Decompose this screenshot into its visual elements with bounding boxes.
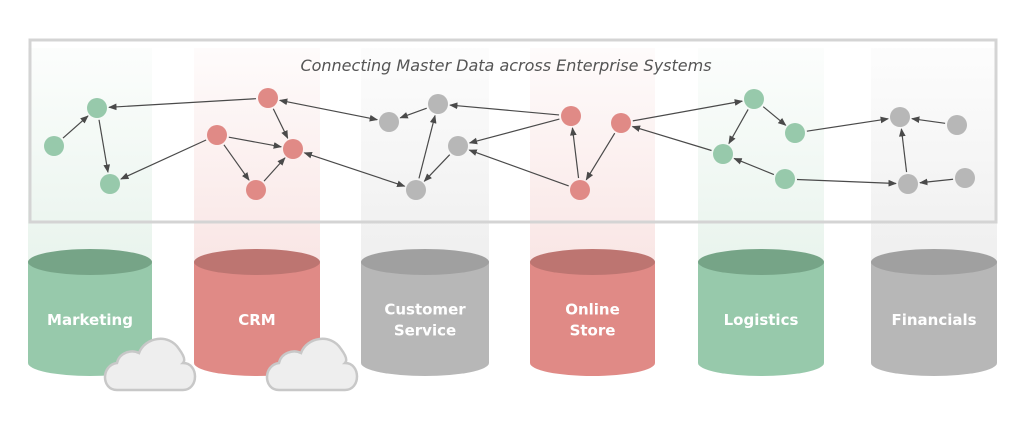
band-financials bbox=[871, 48, 997, 262]
edge-R1-R3 bbox=[272, 108, 289, 139]
edge-L3-O2 bbox=[631, 125, 712, 152]
edge-L1-L2 bbox=[762, 106, 787, 126]
edge-R3-C4 bbox=[303, 151, 406, 188]
cylinder-body bbox=[28, 262, 152, 376]
nodes bbox=[44, 88, 975, 200]
edge-O2-O3 bbox=[585, 132, 616, 181]
edge-L4-L3 bbox=[733, 157, 775, 176]
cylinder-top bbox=[194, 249, 320, 275]
cylinder-logistics: Logistics bbox=[698, 249, 824, 376]
edge-L4-F3 bbox=[796, 178, 897, 187]
node-L2 bbox=[785, 123, 805, 143]
edge-R4-R3 bbox=[263, 157, 286, 182]
cylinder-top bbox=[871, 249, 997, 275]
edge-O1-C3 bbox=[468, 118, 560, 145]
node-L4 bbox=[775, 169, 795, 189]
cylinder-top bbox=[530, 249, 655, 275]
edge-R2-R4 bbox=[223, 144, 250, 181]
edge-C3-C4 bbox=[423, 154, 451, 182]
node-C4 bbox=[406, 180, 426, 200]
node-G3 bbox=[100, 174, 120, 194]
node-G2 bbox=[87, 98, 107, 118]
band-online-store bbox=[530, 48, 655, 262]
cylinder-crm: CRM bbox=[194, 249, 320, 376]
system-label-online-store: Online bbox=[565, 301, 620, 319]
edge-L1-L3 bbox=[728, 109, 749, 145]
system-label-customer-service: Service bbox=[394, 322, 456, 340]
cylinder-top bbox=[698, 249, 824, 275]
node-O2 bbox=[611, 113, 631, 133]
node-R2 bbox=[207, 125, 227, 145]
node-L1 bbox=[744, 89, 764, 109]
diagram-frame bbox=[28, 38, 998, 224]
node-C2 bbox=[428, 94, 448, 114]
system-label-logistics: Logistics bbox=[724, 311, 799, 329]
cylinder-body bbox=[194, 262, 320, 376]
cloud-icon bbox=[103, 337, 197, 392]
node-F2 bbox=[947, 115, 967, 135]
node-R3 bbox=[283, 139, 303, 159]
edge-F2-F1 bbox=[911, 116, 946, 124]
band-marketing bbox=[28, 48, 152, 262]
edge-O3-O1 bbox=[570, 127, 580, 179]
node-F1 bbox=[890, 107, 910, 127]
system-label-marketing: Marketing bbox=[47, 311, 133, 329]
node-F3 bbox=[898, 174, 918, 194]
edge-L2-F1 bbox=[806, 116, 889, 132]
node-O1 bbox=[561, 106, 581, 126]
edge-R1-C1 bbox=[278, 98, 379, 122]
system-label-online-store: Store bbox=[570, 322, 616, 340]
cylinder-marketing: Marketing bbox=[28, 249, 152, 376]
edge-G2-G3 bbox=[98, 119, 111, 173]
cloud-icon bbox=[265, 337, 359, 392]
edge-G1-G2 bbox=[62, 115, 89, 139]
node-R1 bbox=[258, 88, 278, 108]
cylinder-top bbox=[361, 249, 489, 275]
cylinder-body bbox=[871, 262, 997, 376]
node-C3 bbox=[448, 136, 468, 156]
edge-O1-C2 bbox=[449, 102, 560, 116]
edge-C4-C2 bbox=[418, 114, 437, 179]
system-label-crm: CRM bbox=[238, 311, 276, 329]
system-label-financials: Financials bbox=[891, 311, 976, 329]
node-R4 bbox=[246, 180, 266, 200]
edge-F4-F3 bbox=[919, 178, 954, 186]
cylinder-body bbox=[361, 262, 489, 376]
cylinder-body bbox=[530, 262, 655, 377]
band-crm bbox=[194, 48, 320, 262]
edge-R2-G3 bbox=[120, 139, 207, 180]
diagram-title: Connecting Master Data across Enterprise… bbox=[300, 56, 711, 75]
edge-F3-F1 bbox=[898, 128, 908, 173]
edge-R2-R3 bbox=[228, 136, 283, 149]
node-L3 bbox=[713, 144, 733, 164]
edges bbox=[62, 98, 954, 188]
node-O3 bbox=[570, 180, 590, 200]
edge-O2-L1 bbox=[632, 99, 744, 122]
edge-O3-C3 bbox=[468, 149, 569, 187]
cylinder-top bbox=[28, 249, 152, 275]
cylinder-body bbox=[698, 262, 824, 376]
node-F4 bbox=[955, 168, 975, 188]
node-C1 bbox=[379, 112, 399, 132]
system-label-customer-service: Customer bbox=[384, 301, 466, 319]
edge-R1-G2 bbox=[108, 98, 257, 111]
edge-C2-C1 bbox=[399, 107, 427, 119]
node-G1 bbox=[44, 136, 64, 156]
cylinder-financials: Financials bbox=[871, 249, 997, 376]
clouds bbox=[103, 337, 359, 392]
